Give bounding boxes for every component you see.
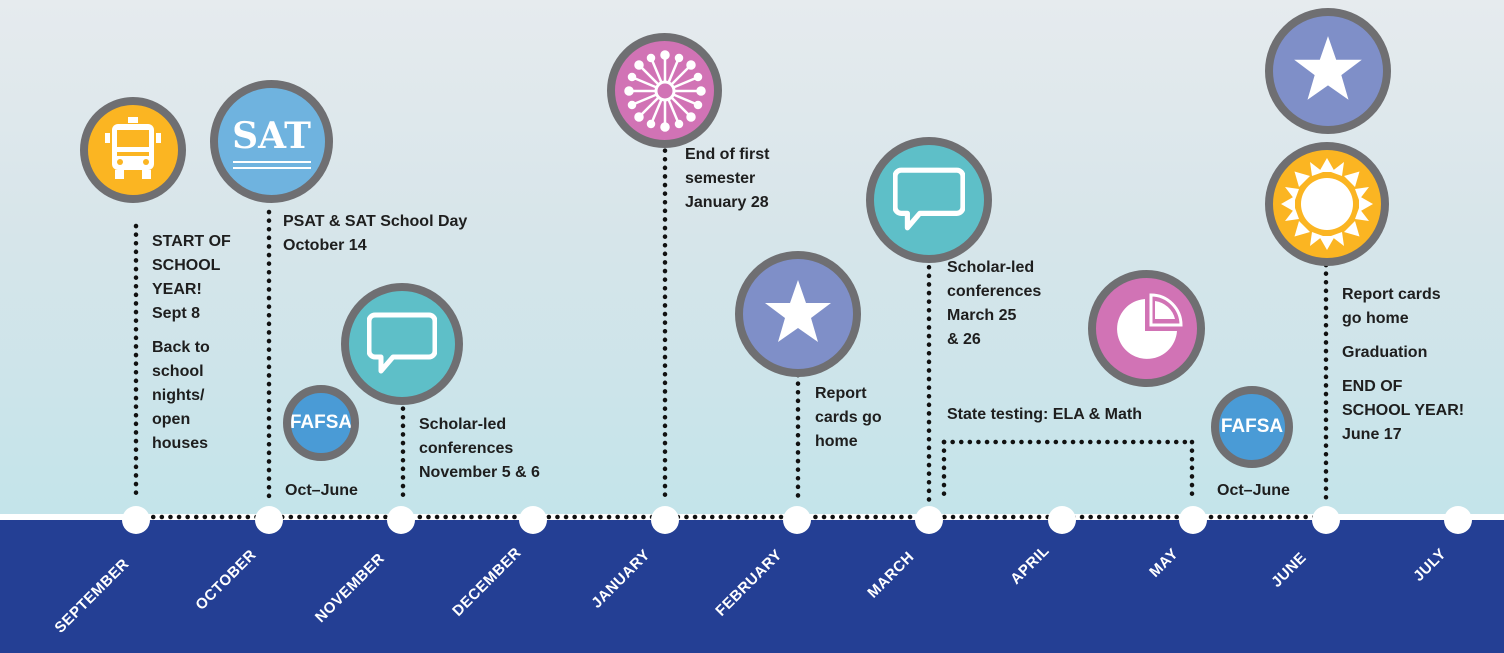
sat-badge-text: SAT	[232, 114, 311, 157]
month-node	[1048, 506, 1076, 534]
snowflake-icon	[607, 33, 722, 148]
event-fafsa-spring: Oct–June	[1217, 482, 1290, 499]
month-node	[122, 506, 150, 534]
event-conferences-november: Scholar-led conferences November 5 & 6	[419, 416, 540, 481]
event-conferences-march: Scholar-led conferences March 25 & 26	[947, 259, 1042, 348]
chat-bubble-icon	[866, 137, 992, 263]
pie-chart-icon	[1088, 270, 1205, 387]
month-node	[651, 506, 679, 534]
fafsa-badge-icon: FAFSA	[1211, 386, 1293, 468]
event-psat-sat: PSAT & SAT School Day October 14	[283, 213, 468, 254]
event-end-of-first-semester: End of first semester January 28	[685, 146, 770, 211]
timeline-divider	[0, 514, 1504, 520]
event-june-items: Report cards go home Graduation END OF S…	[1342, 286, 1465, 443]
sat-badge-icon: SAT	[210, 80, 333, 203]
sun-icon	[1265, 142, 1389, 266]
fafsa-badge-text: FAFSA	[1220, 416, 1284, 437]
star-icon	[735, 251, 861, 377]
fafsa-badge-text: FAFSA	[289, 412, 353, 433]
month-node	[387, 506, 415, 534]
event-report-cards-february: Report cards go home	[815, 385, 882, 450]
month-node	[915, 506, 943, 534]
month-node	[1179, 506, 1207, 534]
month-node	[783, 506, 811, 534]
event-start-of-school-year: START OF SCHOOL YEAR! Sept 8 Back to sch…	[152, 233, 231, 452]
school-bus-icon	[80, 97, 186, 203]
month-node	[1312, 506, 1340, 534]
fafsa-badge-icon: FAFSA	[283, 385, 359, 461]
event-state-testing: State testing: ELA & Math	[947, 406, 1142, 423]
month-node	[519, 506, 547, 534]
event-fafsa-fall: Oct–June	[285, 482, 358, 499]
month-node	[1444, 506, 1472, 534]
month-band	[0, 520, 1504, 653]
star-icon	[1265, 8, 1391, 134]
month-node	[255, 506, 283, 534]
chat-bubble-icon	[341, 283, 463, 405]
